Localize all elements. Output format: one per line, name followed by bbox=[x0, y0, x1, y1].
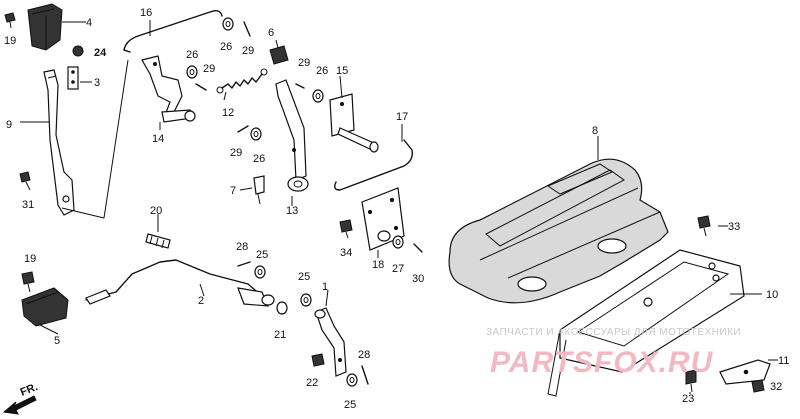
callout-5: 5 bbox=[54, 335, 60, 347]
part-1-lever bbox=[314, 307, 347, 377]
part-19-bolt-bottom bbox=[21, 271, 35, 293]
watermark-brand: PARTSFOX.RU bbox=[490, 346, 714, 379]
part-18-plate bbox=[361, 187, 405, 251]
part-33-bolt bbox=[697, 215, 711, 237]
part-34-bolt bbox=[339, 219, 353, 239]
callout-25-a: 25 bbox=[256, 249, 268, 261]
part-3-clip bbox=[67, 66, 79, 90]
part-13-bracket bbox=[275, 79, 309, 192]
callout-29-d: 29 bbox=[230, 147, 242, 159]
callout-20: 20 bbox=[150, 205, 162, 217]
callout-19-top: 19 bbox=[4, 35, 16, 47]
callout-29-c: 29 bbox=[298, 57, 310, 69]
leader-lines bbox=[20, 20, 778, 394]
part-28-pin-a bbox=[237, 261, 251, 267]
callout-24: 24 bbox=[94, 47, 107, 59]
part-2-rod bbox=[85, 259, 275, 307]
callout-33: 33 bbox=[728, 221, 740, 233]
callout-29-b: 29 bbox=[242, 45, 254, 57]
callout-10: 10 bbox=[766, 289, 778, 301]
part-30-pin bbox=[413, 243, 423, 253]
callout-29-a: 29 bbox=[203, 63, 215, 75]
part-29-pin-a bbox=[243, 21, 251, 37]
callout-19-bottom: 19 bbox=[24, 253, 36, 265]
callout-7: 7 bbox=[230, 185, 236, 197]
part-22-bolt bbox=[311, 353, 325, 367]
callout-30: 30 bbox=[412, 273, 424, 285]
part-9-lever-arm bbox=[43, 69, 75, 216]
part-26-washer-b bbox=[186, 65, 198, 79]
callout-12: 12 bbox=[222, 107, 234, 119]
part-7-bolt bbox=[253, 175, 265, 205]
leader-line-9-14 bbox=[61, 59, 129, 219]
part-12-spring bbox=[216, 68, 268, 94]
part-28-pin-b bbox=[361, 365, 369, 385]
part-26-washer-a bbox=[222, 17, 234, 31]
callout-21: 21 bbox=[274, 329, 286, 341]
callout-31: 31 bbox=[22, 199, 34, 211]
part-16-rod bbox=[123, 9, 223, 53]
part-32-bolt bbox=[751, 379, 765, 393]
callout-2: 2 bbox=[198, 295, 204, 307]
part-25-washer-b bbox=[300, 293, 312, 307]
part-17-rod bbox=[333, 139, 414, 191]
part-10-tray bbox=[547, 249, 745, 397]
watermark: ЗАПЧАСТИ И АКСЕССУАРЫ ДЛЯ МОТОТЕХНИКИ PA… bbox=[486, 327, 741, 379]
part-4-knob bbox=[27, 3, 63, 51]
part-14-bracket bbox=[141, 55, 196, 123]
callout-34: 34 bbox=[340, 247, 352, 259]
part-11-bracket bbox=[719, 359, 771, 385]
part-25-washer-a bbox=[254, 265, 266, 279]
part-21-nut bbox=[276, 301, 288, 315]
callout-15: 15 bbox=[336, 65, 348, 77]
callout-9: 9 bbox=[6, 119, 12, 131]
callout-6: 6 bbox=[268, 27, 274, 39]
callout-28-a: 28 bbox=[236, 241, 248, 253]
front-direction-label: FR. bbox=[19, 381, 40, 399]
part-29-pin-d bbox=[295, 83, 305, 89]
part-8-cover bbox=[448, 158, 669, 304]
callout-11: 11 bbox=[778, 355, 789, 367]
callout-13: 13 bbox=[286, 205, 298, 217]
callout-25-c: 25 bbox=[344, 399, 356, 411]
part-23-bolt bbox=[685, 369, 697, 393]
part-26-washer-c bbox=[250, 127, 262, 141]
part-29-pin-b bbox=[195, 83, 207, 91]
part-24-nut bbox=[72, 45, 84, 57]
callout-3: 3 bbox=[94, 77, 100, 89]
callout-26-b: 26 bbox=[220, 41, 232, 53]
callout-16: 16 bbox=[140, 7, 152, 19]
part-29-pin-c bbox=[237, 125, 249, 133]
callout-23: 23 bbox=[682, 393, 694, 405]
callout-22: 22 bbox=[306, 377, 318, 389]
front-direction-arrow bbox=[2, 395, 37, 415]
part-19-bolt-top bbox=[4, 12, 16, 29]
callout-32: 32 bbox=[770, 381, 782, 393]
callout-28-b: 28 bbox=[358, 349, 370, 361]
part-5-knob bbox=[21, 287, 69, 327]
callout-26-c: 26 bbox=[316, 65, 328, 77]
callout-18: 18 bbox=[372, 259, 384, 271]
callout-labels: 4 19 24 3 9 31 16 26 29 26 29 6 29 26 15… bbox=[4, 7, 789, 411]
part-26-washer-e bbox=[392, 235, 404, 249]
callout-14: 14 bbox=[152, 133, 164, 145]
part-6-block bbox=[269, 45, 289, 65]
callout-26-d: 26 bbox=[253, 153, 265, 165]
callout-8: 8 bbox=[592, 125, 598, 137]
callout-17: 17 bbox=[396, 111, 408, 123]
callout-27: 27 bbox=[392, 263, 404, 275]
callout-26-a: 26 bbox=[186, 49, 198, 61]
part-25-washer-c bbox=[346, 373, 358, 387]
callout-4: 4 bbox=[86, 17, 92, 29]
callout-25-b: 25 bbox=[298, 271, 310, 283]
part-31-bolt bbox=[19, 171, 31, 191]
part-20-bolt bbox=[145, 233, 171, 249]
watermark-subtitle: ЗАПЧАСТИ И АКСЕССУАРЫ ДЛЯ МОТОТЕХНИКИ bbox=[486, 327, 741, 338]
part-26-washer-d bbox=[312, 89, 324, 103]
part-15-bracket bbox=[329, 93, 379, 153]
callout-1: 1 bbox=[322, 281, 328, 293]
